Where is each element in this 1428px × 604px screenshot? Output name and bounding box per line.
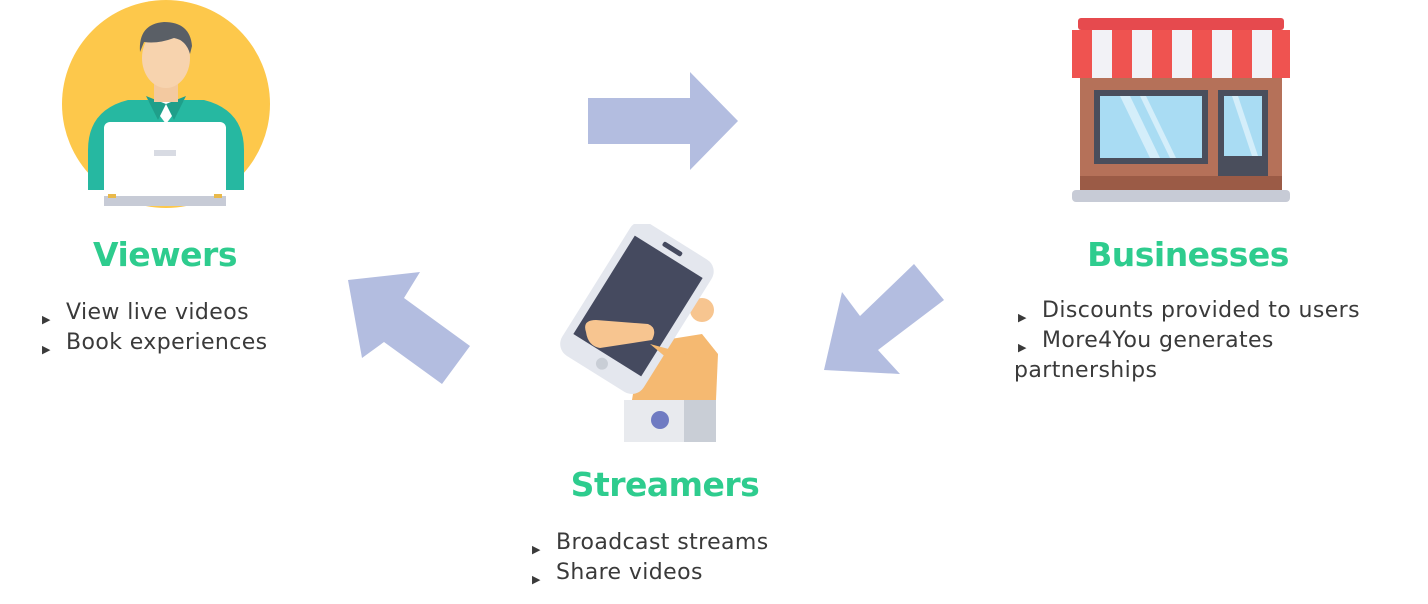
streamers-bullets: ▶ Broadcast streams ▶ Share videos — [528, 528, 769, 588]
person-with-laptop-icon — [62, 0, 270, 208]
streamers-title: Streamers — [570, 465, 760, 504]
bullet-triangle-icon: ▶ — [42, 343, 51, 356]
storefront-icon — [1072, 18, 1290, 202]
bullet-triangle-icon: ▶ — [1018, 341, 1027, 354]
hand-holding-phone-icon — [560, 224, 718, 442]
viewers-bullet-1: View live videos — [66, 300, 249, 325]
arrow-up-left-icon — [348, 272, 470, 384]
viewers-title: Viewers — [93, 235, 237, 274]
viewers-bullets: ▶ View live videos ▶ Book experiences — [38, 298, 268, 358]
list-item: ▶ View live videos — [38, 298, 268, 328]
list-item: ▶ Discounts provided to users — [1014, 296, 1360, 326]
businesses-bullets: ▶ Discounts provided to users ▶ More4You… — [1014, 296, 1360, 386]
bullet-triangle-icon: ▶ — [42, 313, 51, 326]
viewers-bullet-2: Book experiences — [66, 330, 268, 355]
bullet-triangle-icon: ▶ — [532, 573, 541, 586]
businesses-bullet-1: Discounts provided to users — [1042, 298, 1360, 323]
bullet-triangle-icon: ▶ — [1018, 311, 1027, 324]
list-item: ▶ Broadcast streams — [528, 528, 769, 558]
list-item-continuation: partnerships — [1014, 358, 1158, 383]
bullet-triangle-icon: ▶ — [532, 543, 541, 556]
arrow-right-icon — [588, 72, 738, 170]
list-item: ▶ More4You generates — [1014, 326, 1360, 356]
arrow-down-left-icon — [824, 264, 944, 374]
businesses-bullet-2: More4You generates — [1042, 328, 1274, 353]
streamers-bullet-1: Broadcast streams — [556, 530, 769, 555]
list-item: ▶ Share videos — [528, 558, 769, 588]
streamers-bullet-2: Share videos — [556, 560, 703, 585]
businesses-title: Businesses — [1087, 235, 1289, 274]
list-item: ▶ Book experiences — [38, 328, 268, 358]
